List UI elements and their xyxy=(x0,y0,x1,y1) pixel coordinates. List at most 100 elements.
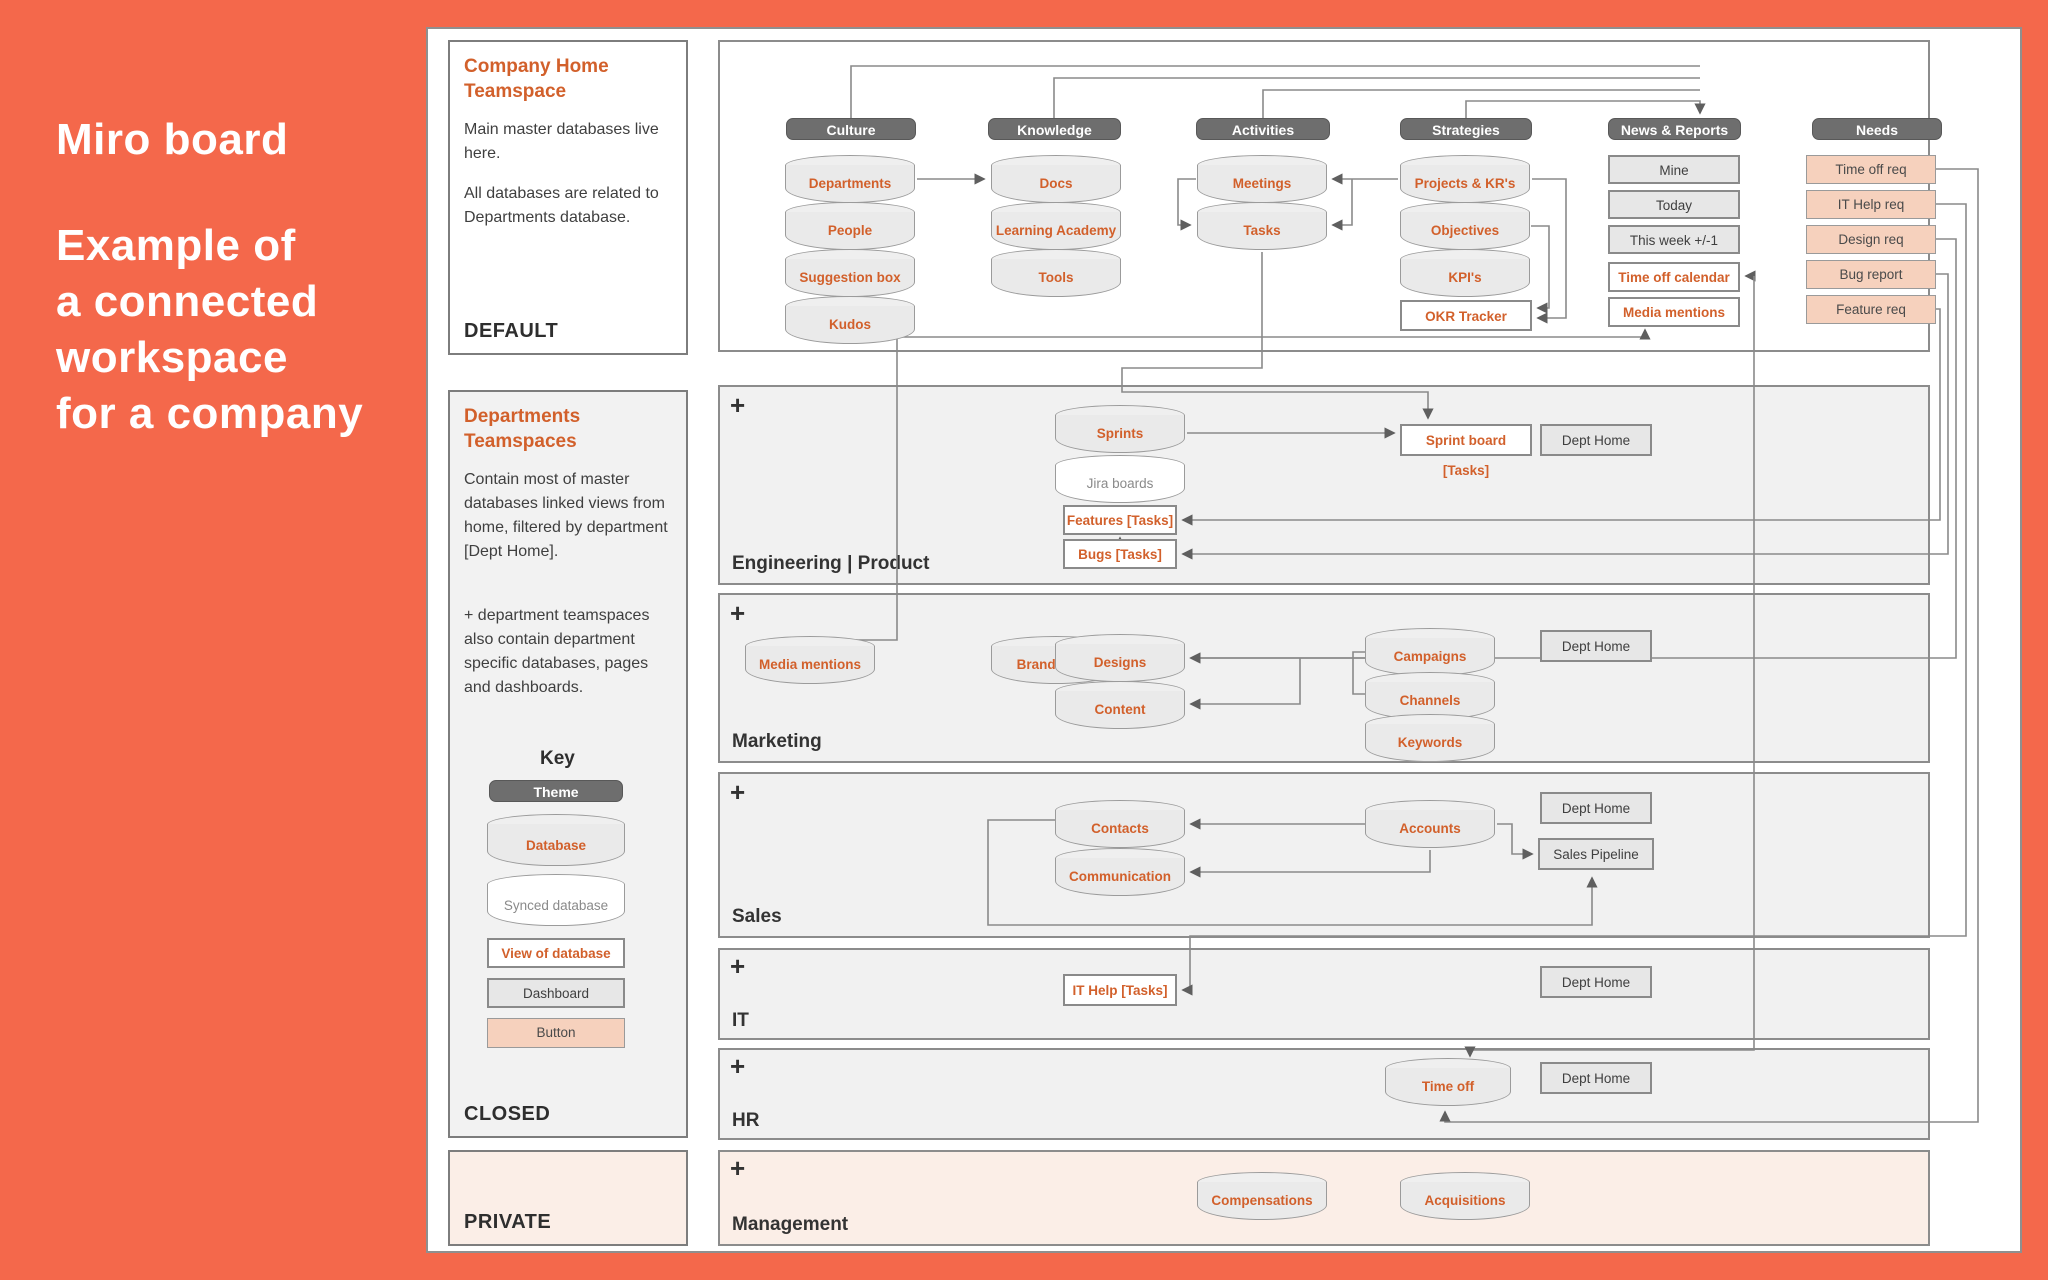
cylinder-body xyxy=(991,259,1121,297)
default-label: DEFAULT xyxy=(464,320,559,342)
database-people[interactable]: People xyxy=(785,202,915,250)
cylinder-body xyxy=(1055,415,1185,453)
company-home-body-1: Main master databases live here. xyxy=(464,121,659,162)
theme-pill-culture[interactable]: Culture xyxy=(786,118,916,140)
database-campaigns[interactable]: Campaigns xyxy=(1365,628,1495,676)
database-campaigns-label: Campaigns xyxy=(1393,649,1467,664)
plus-icon[interactable]: + xyxy=(730,1051,746,1081)
database-projects-krs[interactable]: Projects & KR's xyxy=(1400,155,1530,203)
cylinder-body xyxy=(1400,165,1530,203)
theme-pill-strategies[interactable]: Strategies xyxy=(1400,118,1532,140)
plus-icon[interactable]: + xyxy=(730,598,746,628)
dashboard-dept-home-marketing[interactable]: Dept Home xyxy=(1540,630,1652,662)
database-objectives[interactable]: Objectives xyxy=(1400,202,1530,250)
database-accounts[interactable]: Accounts xyxy=(1365,800,1495,848)
dashboard-this-week[interactable]: This week +/-1 xyxy=(1608,225,1740,254)
theme-pill-activities[interactable]: Activities xyxy=(1196,118,1330,140)
database-keywords[interactable]: Keywords xyxy=(1365,714,1495,762)
theme-pill-news-reports[interactable]: News & Reports xyxy=(1608,118,1741,140)
database-kudos-label: Kudos xyxy=(829,317,871,332)
cylinder-body xyxy=(1365,810,1495,848)
database-compensations-label: Compensations xyxy=(1211,1193,1313,1208)
database-suggestion-box[interactable]: Suggestion box xyxy=(785,249,915,297)
database-communication[interactable]: Communication xyxy=(1055,848,1185,896)
database-projects-krs-label: Projects & KR's xyxy=(1414,176,1516,191)
departments-body-1: Contain most of master databases linked … xyxy=(464,471,668,560)
dashboard-dept-home-it[interactable]: Dept Home xyxy=(1540,966,1652,998)
key-synced-database-cylinder[interactable]: Synced database xyxy=(487,874,625,926)
database-media-mentions-marketing[interactable]: Media mentions xyxy=(745,636,875,684)
plus-icon[interactable]: + xyxy=(730,1153,746,1183)
cylinder-body xyxy=(1365,724,1495,762)
cylinder-body xyxy=(487,884,625,926)
database-sprints[interactable]: Sprints xyxy=(1055,405,1185,453)
database-meetings[interactable]: Meetings xyxy=(1197,155,1327,203)
database-designs[interactable]: Designs xyxy=(1055,634,1185,682)
dashboard-today[interactable]: Today xyxy=(1608,190,1740,219)
section-it[interactable]: + IT xyxy=(718,948,1930,1040)
plus-icon[interactable]: + xyxy=(730,951,746,981)
section-sales[interactable]: + Sales xyxy=(718,772,1930,938)
database-compensations[interactable]: Compensations xyxy=(1197,1172,1327,1220)
closed-label: CLOSED xyxy=(464,1103,551,1125)
departments-teamspaces-box[interactable]: Departments Teamspaces Contain most of m… xyxy=(448,390,688,1138)
dashboard-dept-home-sales[interactable]: Dept Home xyxy=(1540,792,1652,824)
key-dashboard[interactable]: Dashboard xyxy=(487,978,625,1008)
database-sprints-label: Sprints xyxy=(1096,426,1144,441)
dashboard-dept-home-engineering[interactable]: Dept Home xyxy=(1540,424,1652,456)
database-docs[interactable]: Docs xyxy=(991,155,1121,203)
key-theme-pill[interactable]: Theme xyxy=(489,780,623,802)
database-kpis[interactable]: KPI's xyxy=(1400,249,1530,297)
database-kudos[interactable]: Kudos xyxy=(785,296,915,344)
key-database-cylinder[interactable]: Database xyxy=(487,814,625,866)
database-content[interactable]: Content xyxy=(1055,681,1185,729)
button-it-help-req[interactable]: IT Help req xyxy=(1806,190,1936,219)
key-view-of-database[interactable]: View of database xyxy=(487,938,625,968)
view-media-mentions[interactable]: Media mentions xyxy=(1608,297,1740,327)
database-contacts[interactable]: Contacts xyxy=(1055,800,1185,848)
database-learning-academy[interactable]: Learning Academy xyxy=(991,202,1121,250)
company-home-body-2: All databases are related to Departments… xyxy=(464,185,659,226)
database-departments-label: Departments xyxy=(808,176,892,191)
database-acquisitions-label: Acquisitions xyxy=(1424,1193,1506,1208)
section-engineering[interactable]: + Engineering | Product xyxy=(718,385,1930,585)
theme-pill-knowledge[interactable]: Knowledge xyxy=(988,118,1121,140)
button-bug-report[interactable]: Bug report xyxy=(1806,260,1936,289)
view-bugs-tasks[interactable]: Bugs [Tasks] xyxy=(1063,539,1177,569)
synced-database-jira-boards[interactable]: Jira boards xyxy=(1055,455,1185,503)
database-suggestion-box-label: Suggestion box xyxy=(799,270,901,285)
view-sprint-board-tasks[interactable]: Sprint board [Tasks] xyxy=(1400,424,1532,478)
caption-line-2: a connected xyxy=(56,277,319,326)
button-feature-req[interactable]: Feature req xyxy=(1806,295,1936,324)
database-media-mentions-label: Media mentions xyxy=(758,657,861,672)
dashboard-dept-home-hr[interactable]: Dept Home xyxy=(1540,1062,1652,1094)
company-home-teamspace-box[interactable]: Company Home Teamspace Main master datab… xyxy=(448,40,688,355)
dashboard-mine[interactable]: Mine xyxy=(1608,155,1740,184)
dashboard-sales-pipeline[interactable]: Sales Pipeline xyxy=(1538,838,1654,870)
database-time-off[interactable]: Time off xyxy=(1385,1058,1511,1106)
plus-icon[interactable]: + xyxy=(730,390,746,420)
private-box[interactable]: PRIVATE xyxy=(448,1150,688,1246)
view-time-off-calendar[interactable]: Time off calendar xyxy=(1608,262,1740,292)
cylinder-body xyxy=(785,259,915,297)
private-label: PRIVATE xyxy=(464,1211,552,1233)
button-design-req[interactable]: Design req xyxy=(1806,225,1936,254)
view-okr-tracker[interactable]: OKR Tracker xyxy=(1400,300,1532,331)
database-departments[interactable]: Departments xyxy=(785,155,915,203)
view-it-help-tasks[interactable]: IT Help [Tasks] xyxy=(1063,974,1177,1006)
key-button[interactable]: Button xyxy=(487,1018,625,1048)
section-hr[interactable]: + HR xyxy=(718,1048,1930,1140)
database-channels[interactable]: Channels xyxy=(1365,672,1495,720)
plus-icon[interactable]: + xyxy=(730,777,746,807)
view-features-tasks[interactable]: Features [Tasks] xyxy=(1063,505,1177,535)
database-tools[interactable]: Tools xyxy=(991,249,1121,297)
theme-pill-needs[interactable]: Needs xyxy=(1812,118,1942,140)
database-content-label: Content xyxy=(1094,702,1146,717)
cylinder-body xyxy=(1400,212,1530,250)
section-marketing[interactable]: + Marketing xyxy=(718,593,1930,763)
database-tasks[interactable]: Tasks xyxy=(1197,202,1327,250)
synced-database-jira-boards-label: Jira boards xyxy=(1086,476,1154,491)
database-accounts-label: Accounts xyxy=(1399,821,1461,836)
button-time-off-req[interactable]: Time off req xyxy=(1806,155,1936,184)
database-acquisitions[interactable]: Acquisitions xyxy=(1400,1172,1530,1220)
